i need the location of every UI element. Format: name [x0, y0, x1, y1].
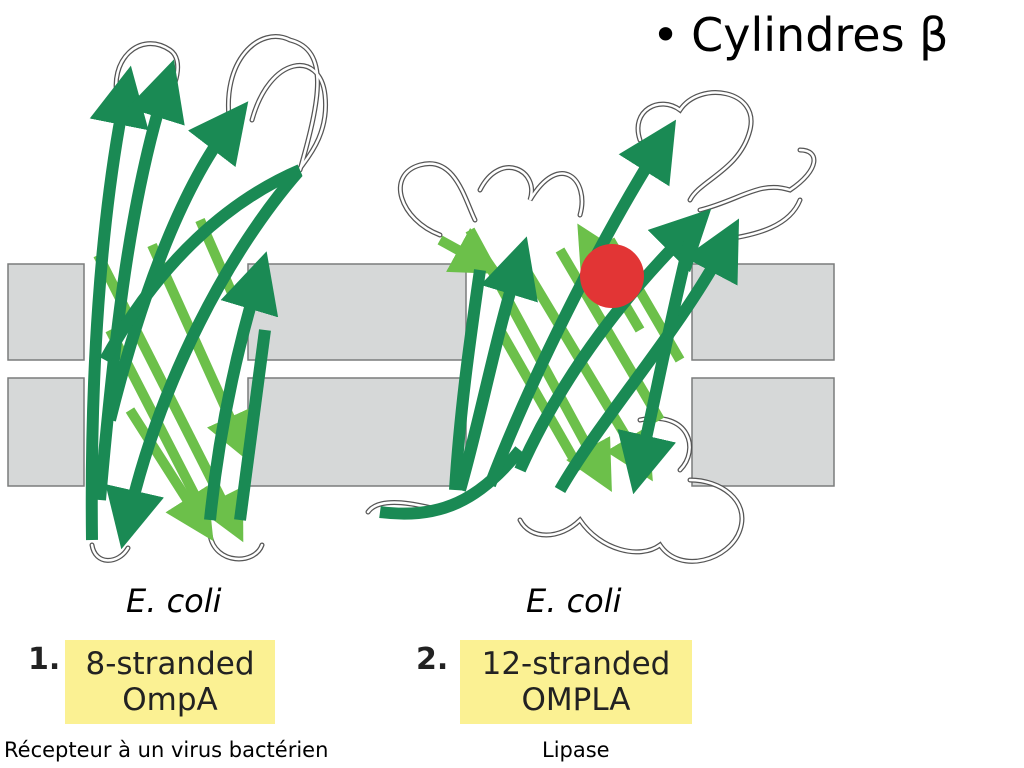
strand-back — [495, 327, 585, 473]
strand-back — [125, 407, 214, 542]
ompa-front-strands — [85, 59, 303, 550]
strand-front — [449, 269, 486, 491]
membrane-lower-right — [691, 377, 835, 487]
strand-front — [617, 238, 696, 495]
membrane — [7, 263, 835, 487]
organism-label-2: E. coli — [526, 582, 622, 620]
organism-label-1: E. coli — [126, 582, 222, 620]
strand-front — [554, 218, 740, 493]
slide-title: •Cylindres β — [652, 8, 949, 62]
strand-front — [94, 59, 185, 501]
bullet-icon: • — [652, 8, 680, 62]
membrane-upper-right — [691, 263, 835, 361]
number-label-1: 1. — [28, 642, 61, 677]
strand-front — [104, 101, 249, 422]
membrane-lower-middle — [247, 377, 467, 487]
strand-front — [105, 168, 303, 550]
ompla-structure — [365, 90, 817, 564]
membrane-lower-left — [7, 377, 85, 487]
ompa-structure — [85, 34, 329, 563]
number-label-2: 2. — [416, 642, 449, 677]
caption-1: Récepteur à un virus bactérien — [4, 738, 329, 762]
strand-back — [555, 247, 665, 423]
membrane-upper-middle — [247, 263, 467, 361]
strand-front — [234, 329, 271, 521]
membrane-upper-left — [7, 263, 85, 361]
strand-front — [204, 251, 279, 521]
strand-front — [85, 65, 149, 541]
strand-front — [99, 164, 303, 363]
protein-name-2: OMPLA — [521, 682, 631, 718]
strand-back — [437, 228, 502, 275]
caption-2: Lipase — [542, 738, 610, 762]
strand-front — [454, 236, 538, 492]
strand-front — [514, 208, 712, 473]
ompla-loops-inner — [366, 91, 816, 563]
protein-label-box-1: 8-stranded OmpA — [65, 640, 275, 724]
strand-count-1: 8-stranded — [85, 646, 255, 682]
strand-count-2: 12-stranded — [481, 646, 671, 682]
strand-front — [484, 119, 677, 488]
protein-name-1: OmpA — [122, 682, 218, 718]
strand-front — [379, 446, 525, 520]
ligand-red-sphere — [580, 244, 644, 308]
protein-label-box-2: 12-stranded OMPLA — [460, 640, 692, 724]
title-text: Cylindres β — [691, 8, 949, 62]
ompla-front-strands — [379, 119, 740, 520]
